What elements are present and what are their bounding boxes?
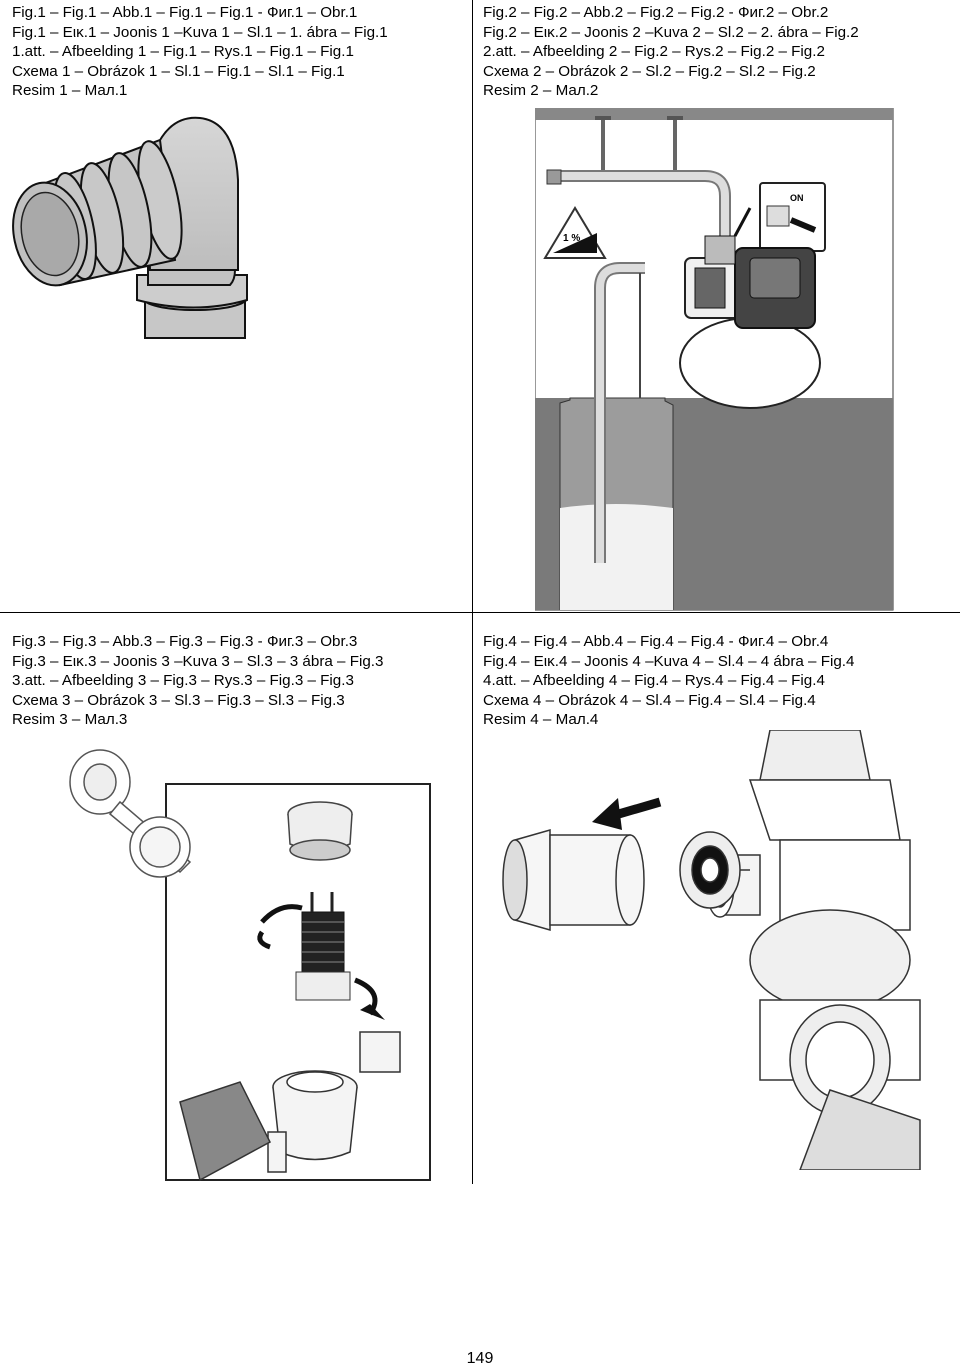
fig2-caption: Fig.2 – Fig.2 – Abb.2 – Fig.2 – Fig.2 - … xyxy=(483,4,859,99)
row-divider xyxy=(0,612,960,613)
column-divider-bottom xyxy=(472,612,473,1184)
fig2-pump-installation-illustration: 1 % ON xyxy=(535,108,894,611)
slope-label: 1 % xyxy=(563,233,580,244)
fig4-caption: Fig.4 – Fig.4 – Abb.4 – Fig.4 – Fig.4 - … xyxy=(483,633,855,728)
fig3-filter-disassembly-illustration xyxy=(69,749,431,1182)
fig3-caption: Fig.3 – Fig.3 – Abb.3 – Fig.3 – Fig.3 - … xyxy=(12,633,384,728)
switch-on-label: ON xyxy=(790,193,804,203)
fig4-valve-disassembly-illustration xyxy=(502,730,921,1170)
fig1-caption: Fig.1 – Fig.1 – Abb.1 – Fig.1 – Fig.1 - … xyxy=(12,4,388,99)
page-number: 149 xyxy=(466,1350,494,1367)
column-divider-top xyxy=(472,0,473,612)
fig1-elbow-fitting-illustration xyxy=(12,116,248,339)
